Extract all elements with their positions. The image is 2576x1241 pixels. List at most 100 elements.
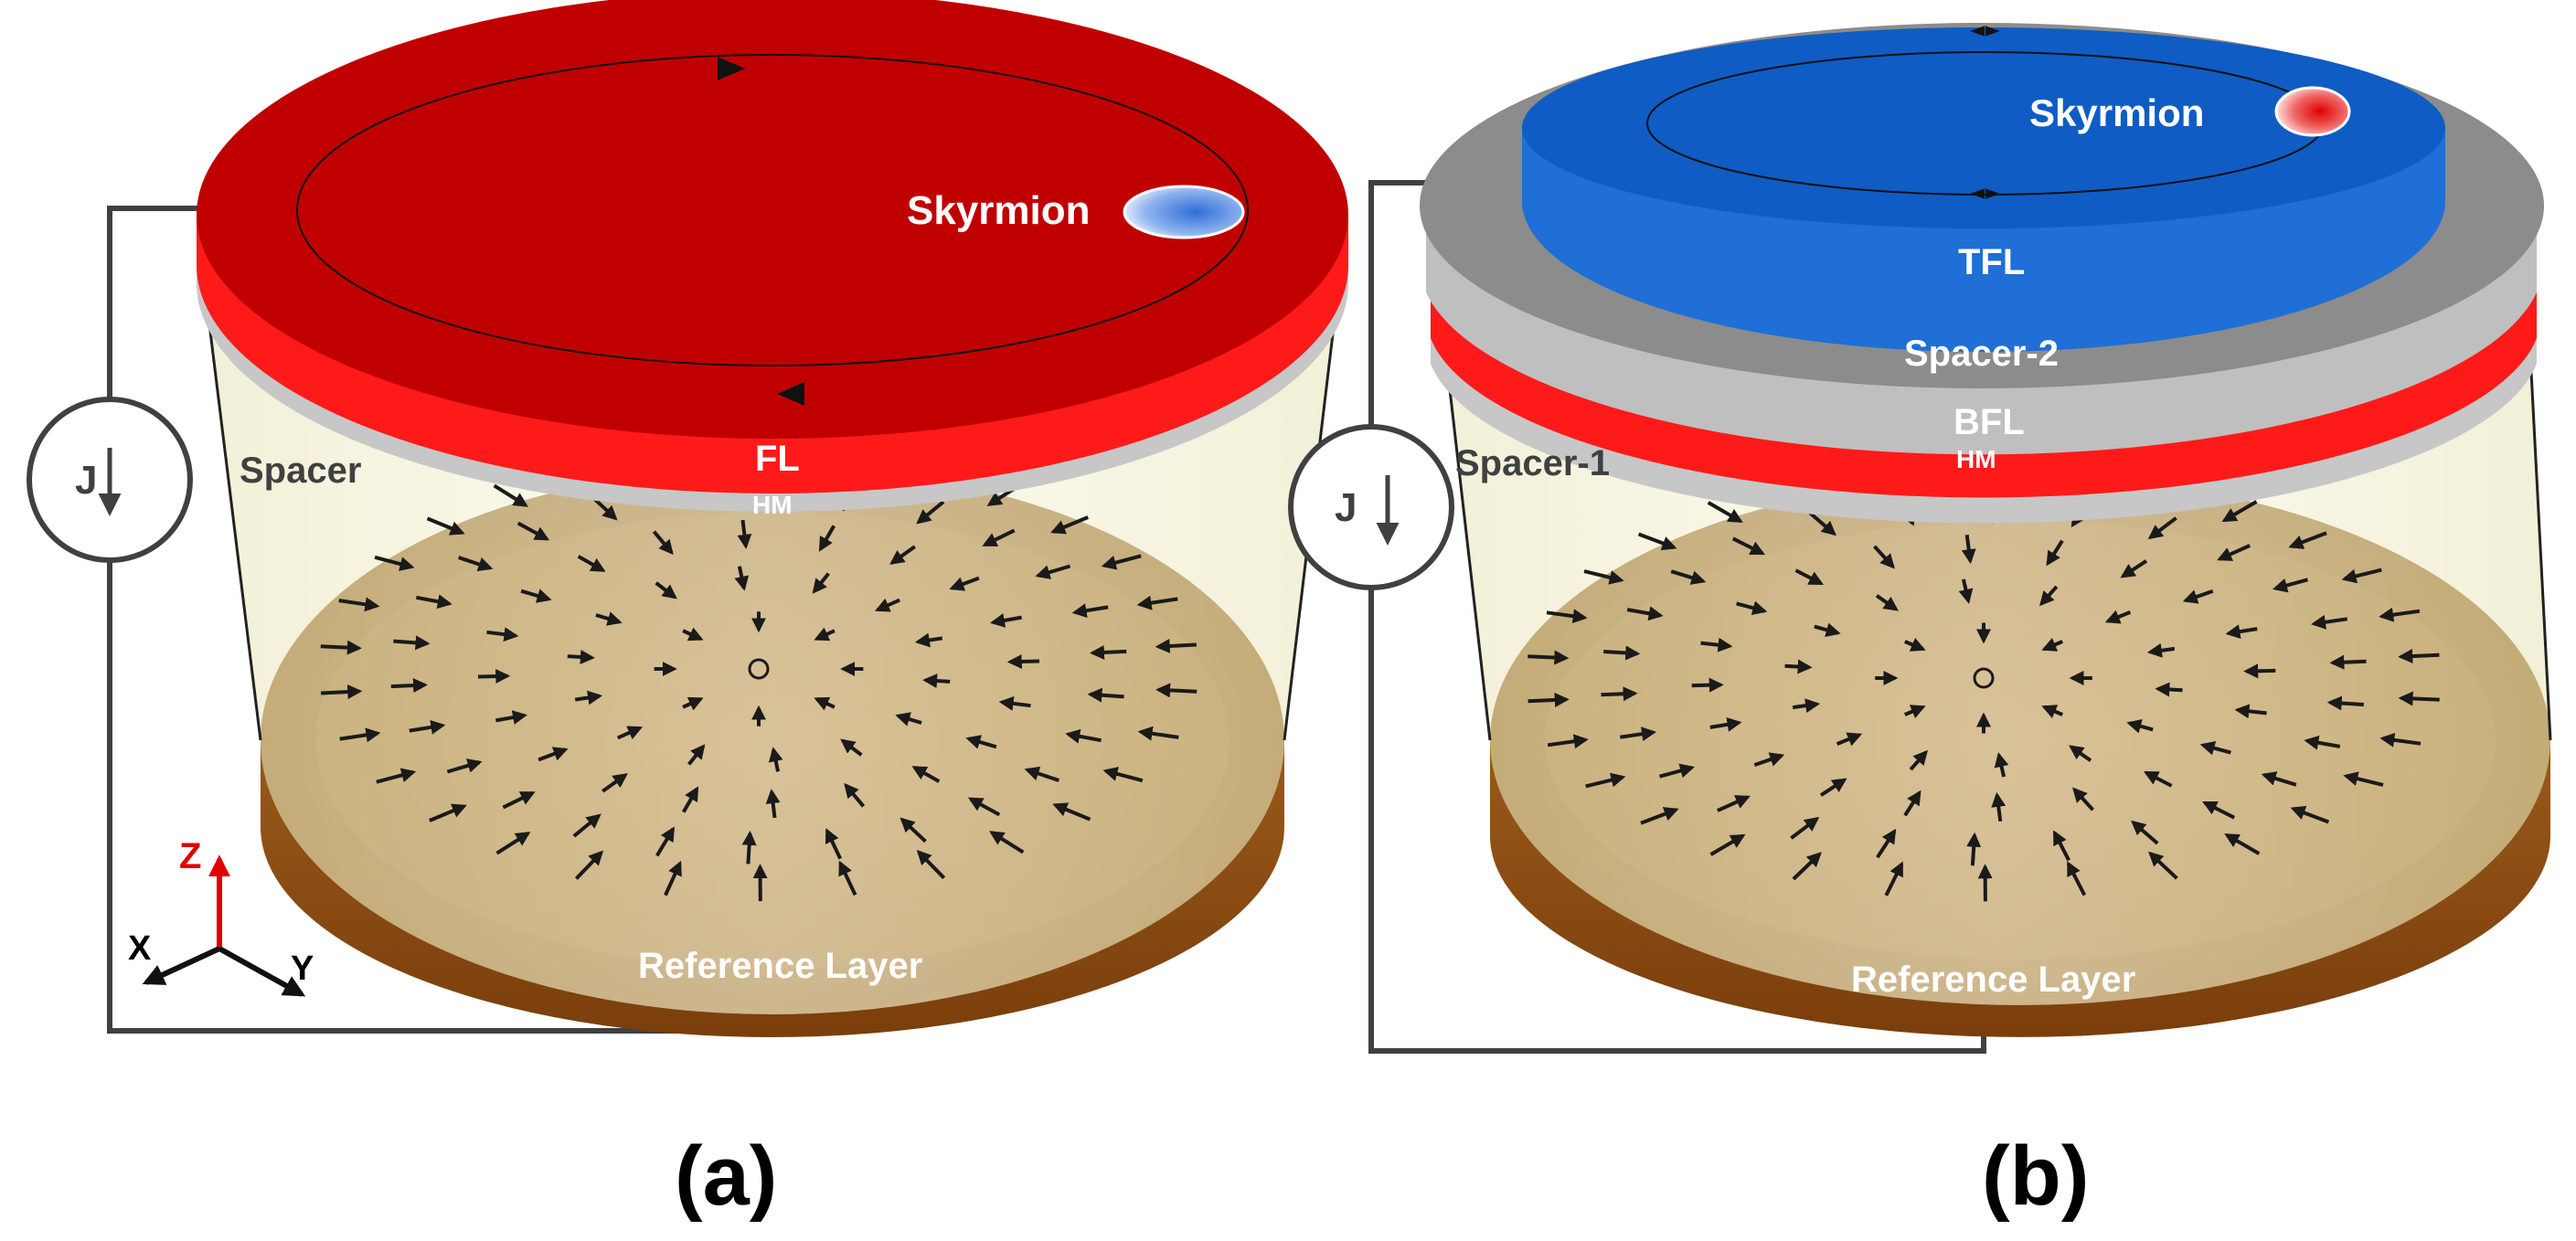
magnetization-arrow — [520, 589, 552, 603]
magnetization-arrow — [2126, 718, 2154, 734]
magnetization-arrow — [989, 831, 1025, 854]
magnetization-arrow — [1101, 554, 1142, 570]
magnetization-arrow — [1875, 594, 1899, 611]
magnetization-arrow — [2104, 610, 2132, 624]
magnetization-field-b — [1528, 454, 2440, 902]
magnetization-arrow — [616, 726, 644, 740]
magnetization-arrow — [1784, 659, 1813, 674]
skyrmion-label-a: Skyrmion — [907, 188, 1091, 233]
magnetization-arrow — [2120, 559, 2148, 578]
magnetization-arrow — [2041, 638, 2063, 652]
skyrmion-a — [1123, 185, 1245, 239]
magnetization-arrow — [844, 782, 866, 808]
magnetization-arrow — [838, 860, 857, 896]
magnetization-arrow — [1876, 828, 1897, 859]
panel-b: J Skyrmion TFL Spacer-2 BFL HM Spacer-1 — [1288, 23, 2552, 1223]
magnetization-arrow — [1709, 833, 1746, 856]
magnetization-arrow — [2398, 691, 2440, 706]
magnetization-arrow — [457, 556, 494, 572]
magnetization-arrow — [922, 674, 951, 689]
magnetization-arrow — [390, 678, 428, 694]
magnetization-arrow — [1958, 578, 1974, 604]
magnetization-arrow — [1814, 622, 1841, 638]
magnetization-arrow — [889, 545, 916, 565]
magnetization-arrow — [1603, 645, 1641, 661]
magnetization-arrow — [1884, 861, 1904, 896]
reference-label-b: Reference Layer — [1851, 960, 2135, 1000]
magnetization-arrow — [1024, 766, 1060, 782]
magnetization-arrow — [1808, 511, 1836, 536]
current-label-a: J — [75, 458, 97, 503]
spacer2-label-b: Spacer-2 — [1904, 334, 2059, 374]
magnetization-arrow — [2243, 663, 2276, 679]
magnetization-arrow — [916, 850, 946, 880]
magnetization-arrow — [1065, 728, 1102, 744]
magnetization-arrow — [1006, 653, 1040, 669]
magnetization-arrow — [2199, 740, 2231, 756]
field-center — [748, 658, 770, 680]
magnetization-arrow — [840, 738, 863, 757]
magnetization-arrow — [899, 817, 927, 843]
magnetization-arrow — [1736, 600, 1768, 616]
magnetization-arrow — [1991, 791, 2007, 822]
magnetization-arrow — [664, 860, 682, 896]
magnetization-arrow — [2379, 607, 2421, 622]
magnetization-arrow — [990, 613, 1022, 628]
free-layer-label-a: FL — [755, 439, 800, 479]
magnetization-arrow — [2146, 642, 2176, 658]
magnetization-arrow — [765, 789, 781, 819]
magnetization-arrow — [429, 803, 467, 822]
magnetization-arrow — [737, 519, 752, 549]
magnetization-arrow — [814, 696, 836, 711]
magnetization-arrow — [1528, 650, 1570, 665]
magnetization-arrow — [2261, 771, 2297, 787]
current-source-b — [1288, 424, 1454, 590]
magnetization-arrow — [682, 696, 704, 711]
magnetization-arrow — [2038, 585, 2059, 607]
axis-y-label: Y — [291, 949, 314, 988]
magnetization-arrow — [768, 747, 783, 772]
magnetization-arrow — [687, 744, 706, 766]
magnetization-arrow — [2217, 544, 2251, 561]
magnetization-arrow — [682, 627, 704, 642]
magnetization-arrow — [1961, 535, 1976, 565]
magnetization-arrow — [2343, 771, 2384, 787]
magnetization-arrow — [495, 710, 527, 725]
magnetization-arrow — [1155, 638, 1197, 653]
magnetization-arrow — [1583, 569, 1624, 585]
magnetization-arrow — [1637, 532, 1677, 551]
magnetization-arrow — [486, 627, 519, 642]
magnetization-arrow — [1658, 763, 1695, 779]
magnetization-arrow — [1528, 692, 1570, 707]
magnetization-arrow — [2221, 500, 2258, 523]
magnetization-arrow — [2290, 805, 2330, 824]
magnetization-arrow — [538, 747, 569, 762]
magnetization-arrow — [741, 830, 757, 864]
magnetization-arrow — [1050, 515, 1089, 535]
magnetization-arrow — [1626, 606, 1664, 621]
magnetization-arrow — [1819, 778, 1847, 797]
current-label-b: J — [1335, 485, 1357, 530]
magnetization-arrow — [1994, 752, 2009, 778]
magnetization-arrow — [818, 525, 836, 552]
magnetization-arrow — [2234, 704, 2267, 719]
magnetization-arrow — [2224, 833, 2261, 855]
magnetization-arrow — [2326, 695, 2364, 711]
magnetization-arrow — [1137, 726, 1179, 741]
magnetization-arrow — [1090, 644, 1127, 660]
magnetization-arrow — [572, 813, 601, 838]
free-layer-top-a — [197, 0, 1348, 439]
magnetization-arrow — [1547, 734, 1589, 749]
magnetization-arrow — [595, 611, 623, 626]
magnetization-arrow — [652, 530, 674, 556]
magnetization-arrow — [1071, 603, 1109, 619]
magnetization-arrow — [655, 581, 677, 599]
top-free-layer-top-b — [1522, 27, 2445, 228]
magnetization-arrow — [1716, 795, 1751, 812]
magnetization-arrow — [2273, 578, 2309, 593]
magnetization-arrow — [982, 528, 1016, 547]
magnetization-arrow — [2131, 820, 2159, 845]
caption-a: (a) — [675, 1130, 777, 1223]
magnetization-arrow — [874, 598, 901, 612]
